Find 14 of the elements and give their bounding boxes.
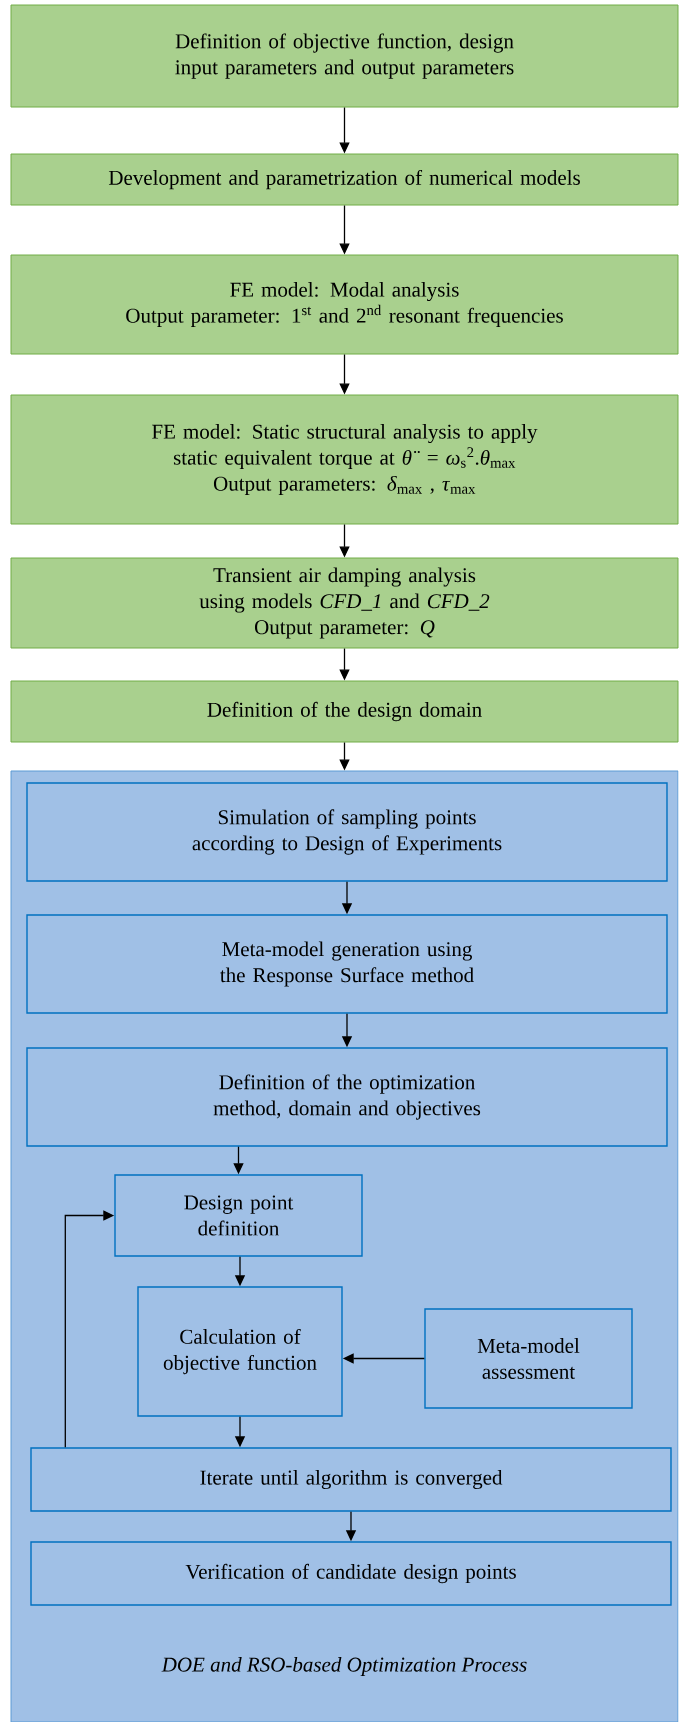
process-box: FE model: Modal analysis Output parameter: 1$^{st}$ and 2$^{nd}$ resonant frequencies <box>10 254 679 355</box>
process-box: Meta-model generation using the Response Surface method <box>26 914 668 1014</box>
process-box: Definition of objective function, design input parameters and output parameters <box>10 4 679 108</box>
process-box: Definition of the design domain <box>10 680 679 743</box>
process-box: Calculation of objective function <box>137 1286 343 1417</box>
process-box: Development and parametrization of numerical models <box>10 153 679 206</box>
process-box: Design point definition <box>114 1174 363 1257</box>
process-box: Meta-model assessment <box>424 1308 633 1409</box>
process-box: Simulation of sampling points according to Design of Experiments <box>26 782 668 882</box>
process-box: Definition of the optimization method, domain and objectives <box>26 1047 668 1147</box>
process-box: Transient air damping analysis using models CFD_1 and CFD_2 Output parameter: Q <box>10 557 679 649</box>
process-box: FE model: Static structural analysis to apply static equivalent torque at θ̈ = ω$_{s}$$^{2}$.θ$_{max}$ Output parameters: δ$_{max}$ , τ$_{max}$ <box>10 394 679 525</box>
process-box: Verification of candidate design points <box>30 1541 672 1606</box>
process-box: Iterate until algorithm is converged <box>30 1447 672 1512</box>
